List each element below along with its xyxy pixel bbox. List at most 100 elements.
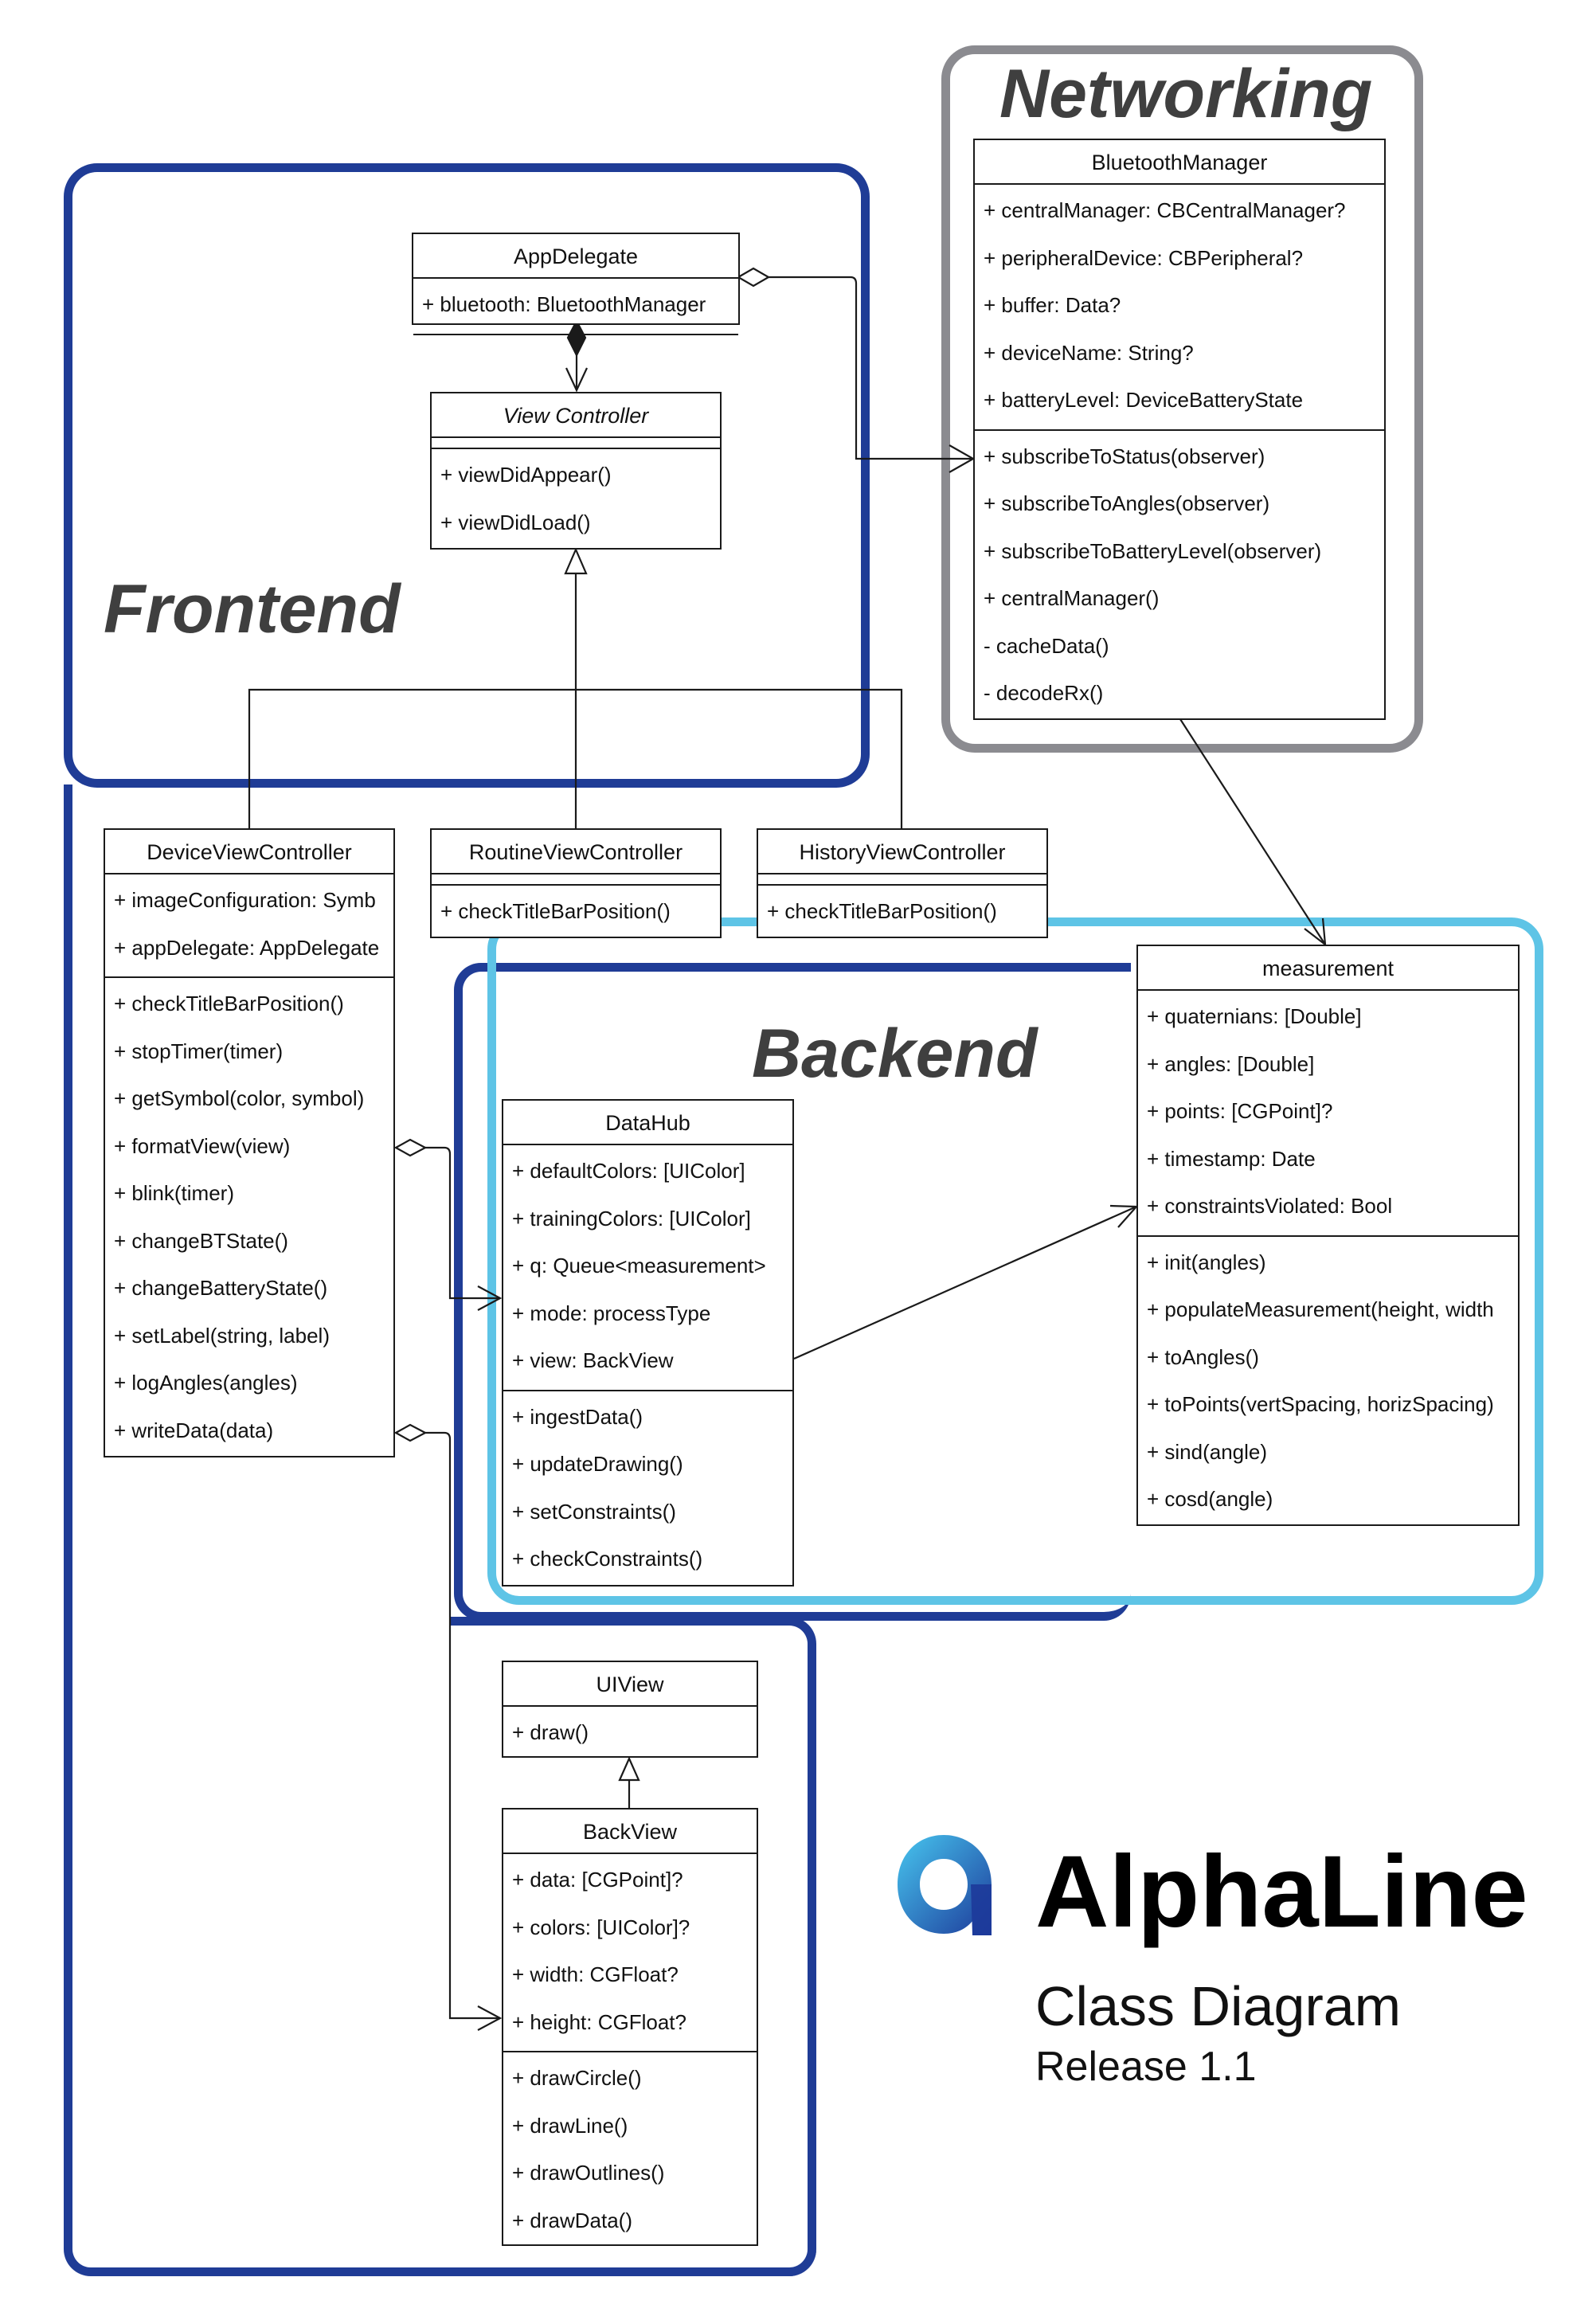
class-name: AppDelegate <box>413 234 738 279</box>
class-method: + centralManager() <box>984 586 1160 610</box>
class-attribute: + bluetooth: BluetoothManager <box>422 292 706 316</box>
brand-subtitle: Class Diagram <box>1035 1975 1401 2037</box>
class-measurement: measurement+ quaternians: [Double]+ angl… <box>1136 945 1520 1526</box>
attributes-section <box>758 874 1046 884</box>
class-attribute: + defaultColors: [UIColor] <box>512 1159 745 1183</box>
class-method: - decodeRx() <box>984 681 1104 705</box>
methods-section: + checkTitleBarPosition() + stopTimer(tim… <box>105 976 393 1459</box>
class-method: + subscribeToStatus(observer) <box>984 444 1265 468</box>
class-method: + drawOutlines() <box>512 2161 665 2185</box>
class-method: + setConstraints() <box>512 1499 676 1524</box>
attributes-section: + centralManager: CBCentralManager? + per… <box>975 185 1384 429</box>
class-name: DeviceViewController <box>105 830 393 874</box>
attributes-section <box>432 438 720 448</box>
brand-release: Release 1.1 <box>1035 2044 1257 2090</box>
class-method: + drawCircle() <box>512 2066 642 2090</box>
class-name: View Controller <box>432 393 720 438</box>
class-method: + init(angles) <box>1147 1250 1266 1274</box>
networking-label: Networking <box>999 56 1373 132</box>
class-attribute: + points: [CGPoint]? <box>1147 1099 1333 1123</box>
class-attribute: + centralManager: CBCentralManager? <box>984 198 1346 222</box>
class-attribute: + buffer: Data? <box>984 293 1121 317</box>
class-method: + changeBTState() <box>114 1228 288 1253</box>
class-name: UIView <box>503 1662 757 1707</box>
class-history-view-controller: HistoryViewController+ checkTitleBarPosi… <box>757 828 1048 938</box>
class-method: + checkConstraints() <box>512 1547 703 1571</box>
class-method: + blink(timer) <box>114 1181 234 1205</box>
class-method: + toAngles() <box>1147 1344 1259 1369</box>
class-method: + setLabel(string, label) <box>114 1323 330 1348</box>
class-method: + writeData(data) <box>114 1418 274 1442</box>
class-method: + checkTitleBarPosition() <box>767 899 997 923</box>
class-bluetooth-manager: BluetoothManager+ centralManager: CBCent… <box>973 139 1386 720</box>
class-name: RoutineViewController <box>432 830 720 874</box>
class-attribute: + colors: [UIColor]? <box>512 1915 690 1939</box>
class-method: + viewDidLoad() <box>440 510 591 534</box>
class-attribute: + height: CGFloat? <box>512 2009 686 2034</box>
class-method: + subscribeToBatteryLevel(observer) <box>984 538 1322 563</box>
class-name: BackView <box>503 1810 757 1854</box>
frontend-label: Frontend <box>104 571 401 648</box>
attributes-section: + quaternians: [Double]+ angles: [Double… <box>1138 991 1518 1235</box>
methods-section: + checkTitleBarPosition() <box>758 884 1046 941</box>
methods-section <box>413 333 738 343</box>
class-data-hub: DataHub + defaultColors: [UIColor] + train… <box>502 1099 794 1587</box>
class-name: BluetoothManager <box>975 140 1384 185</box>
class-attribute: + draw() <box>512 1720 589 1744</box>
class-attribute: + peripheralDevice: CBPeripheral? <box>984 245 1304 270</box>
class-method: + stopTimer(timer) <box>114 1039 284 1063</box>
class-attribute: + timestamp: Date <box>1147 1146 1316 1171</box>
class-method: + subscribeToAngles(observer) <box>984 491 1270 515</box>
class-method: - cacheData() <box>984 633 1109 658</box>
class-method: + ingestData() <box>512 1404 643 1429</box>
class-attribute: + trainingColors: [UIColor] <box>512 1206 751 1230</box>
class-method: + logAngles(angles) <box>114 1371 298 1395</box>
class-attribute: + constraintsViolated: Bool <box>1147 1194 1393 1218</box>
class-method: + drawData() <box>512 2208 632 2232</box>
attributes-section: + imageConfiguration: Symb+ appDelegate:… <box>105 874 393 976</box>
class-attribute: + angles: [Double] <box>1147 1051 1315 1076</box>
methods-section: + drawCircle() + drawLine() + drawOutlines… <box>503 2051 757 2249</box>
class-app-delegate: AppDelegate + bluetooth: BluetoothManager <box>412 233 740 335</box>
attributes-section: + draw() <box>503 1707 757 1762</box>
backend-label: Backend <box>752 1015 1038 1092</box>
attributes-section: + data: [CGPoint]? + colors: [UIColor]? + … <box>503 1854 757 2051</box>
class-attribute: + width: CGFloat? <box>512 1962 679 1986</box>
alphaline-logo-icon <box>898 1835 992 1935</box>
class-method: + drawLine() <box>512 2113 628 2138</box>
class-method: + getSymbol(color, symbol) <box>114 1086 365 1110</box>
class-method: + viewDidAppear() <box>440 463 612 487</box>
methods-section: + checkTitleBarPosition() <box>432 884 720 941</box>
class-method: + toPoints(vertSpacing, horizSpacing) <box>1147 1392 1494 1416</box>
class-attribute: + view: BackView <box>512 1348 674 1372</box>
class-attribute: + deviceName: String? <box>984 340 1194 365</box>
class-attribute: + mode: processType <box>512 1301 711 1325</box>
class-attribute: + q: Queue<measurement> <box>512 1254 766 1277</box>
class-view-controller: View Controller+ viewDidAppear()+ viewDi… <box>430 392 722 550</box>
class-method: + populateMeasurement(height, width <box>1147 1297 1494 1321</box>
frontend-region-backview-pocket <box>451 1617 816 2276</box>
class-attribute: + appDelegate: AppDelegate <box>114 935 380 960</box>
class-device-view-controller: DeviceViewController+ imageConfiguration… <box>104 828 395 1457</box>
class-method: + checkTitleBarPosition() <box>440 899 671 923</box>
methods-section: + viewDidAppear() + viewDidLoad() <box>432 448 720 551</box>
association-line <box>1179 718 1326 945</box>
class-attribute: + batteryLevel: DeviceBatteryState <box>984 388 1304 412</box>
methods-section: + ingestData()+ updateDrawing()+ setCons… <box>503 1389 792 1588</box>
methods-section: + subscribeToStatus(observer) + subscribe… <box>975 428 1384 722</box>
class-method: + cosd(angle) <box>1147 1487 1273 1511</box>
class-attribute: + data: [CGPoint]? <box>512 1868 683 1892</box>
class-method: + changeBatteryState() <box>114 1276 328 1300</box>
class-method: + sind(angle) <box>1147 1439 1268 1464</box>
attributes-section: + defaultColors: [UIColor] + trainingColo… <box>503 1145 792 1390</box>
class-back-view: BackView + data: [CGPoint]? + colors: [UIC… <box>502 1808 758 2246</box>
class-name: measurement <box>1138 946 1518 991</box>
class-ui-view: UIView + draw() <box>502 1661 758 1758</box>
class-name: DataHub <box>503 1101 792 1145</box>
brand-name: AlphaLine <box>1035 1835 1528 1949</box>
attributes-section <box>432 874 720 884</box>
frontend-region-lower <box>64 784 816 2276</box>
class-method: + checkTitleBarPosition() <box>114 992 344 1015</box>
methods-section: + init(angles) + populateMeasurement(heig… <box>1138 1234 1518 1528</box>
